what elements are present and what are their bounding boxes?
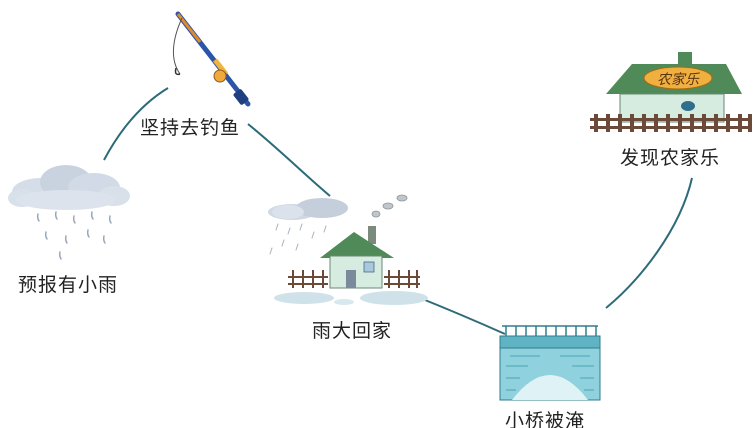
farm-sign-text: 农家乐	[657, 72, 700, 88]
connector-fishing-home	[247, 123, 331, 197]
label-bridge: 小桥被淹	[505, 410, 586, 428]
flooded-bridge-icon	[499, 325, 601, 401]
connector-bridge-farm	[605, 177, 693, 309]
rainy-house-icon	[268, 194, 428, 305]
label-farm: 发现农家乐	[620, 147, 721, 169]
connector-home-bridge	[419, 297, 506, 335]
connector-forecast-fishing	[103, 87, 169, 161]
label-forecast: 预报有小雨	[18, 274, 119, 296]
farmhouse-icon: 农家乐	[590, 52, 752, 132]
label-home: 雨大回家	[312, 320, 393, 342]
label-fishing: 坚持去钓鱼	[140, 117, 241, 139]
fishing-rod-icon	[173, 11, 251, 107]
rain-cloud-icon	[8, 165, 130, 260]
